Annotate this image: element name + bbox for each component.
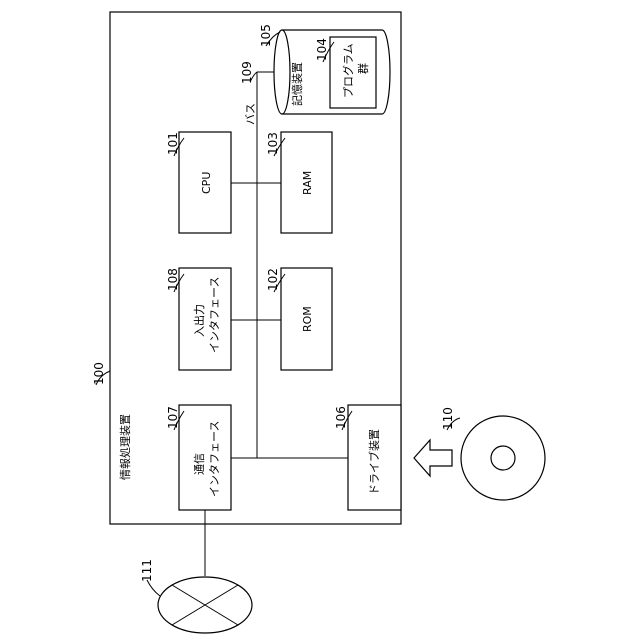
io-interface-ref: 108: [166, 268, 180, 291]
device-ref: 100: [92, 362, 106, 385]
drive-device-label: ドライブ装置: [367, 429, 381, 495]
comm-interface-label-1: 通信: [193, 453, 206, 475]
ram-label: RAM: [301, 171, 314, 195]
cpu-ref: 101: [166, 132, 180, 155]
network-ref: 111: [140, 559, 154, 582]
io-interface-label-2: インタフェース: [208, 277, 221, 353]
comm-interface-ref: 107: [166, 406, 180, 429]
bus-label: バス: [244, 103, 257, 125]
program-group-ref: 104: [315, 38, 329, 61]
ram-ref: 103: [266, 132, 280, 155]
rom-label: ROM: [301, 306, 314, 332]
bus-ref: 109: [240, 61, 254, 84]
io-interface-label-1: 入出力: [192, 304, 206, 337]
storage-device-label: 記憶装置: [290, 62, 304, 106]
disc-inner: [491, 446, 515, 470]
insert-arrow: [414, 440, 452, 476]
program-group-label-2: 群: [356, 63, 370, 74]
disc-ref: 110: [441, 407, 455, 430]
cpu-label: CPU: [200, 172, 213, 194]
storage-device-ref: 105: [259, 24, 273, 47]
rom-ref: 102: [266, 268, 280, 291]
device-label: 情報処理装置: [119, 414, 132, 480]
comm-interface-label-2: インタフェース: [208, 421, 221, 497]
program-group-label-1: プログラム: [341, 43, 355, 98]
storage-cylinder-end: [274, 30, 290, 114]
drive-device-ref: 106: [334, 406, 348, 429]
